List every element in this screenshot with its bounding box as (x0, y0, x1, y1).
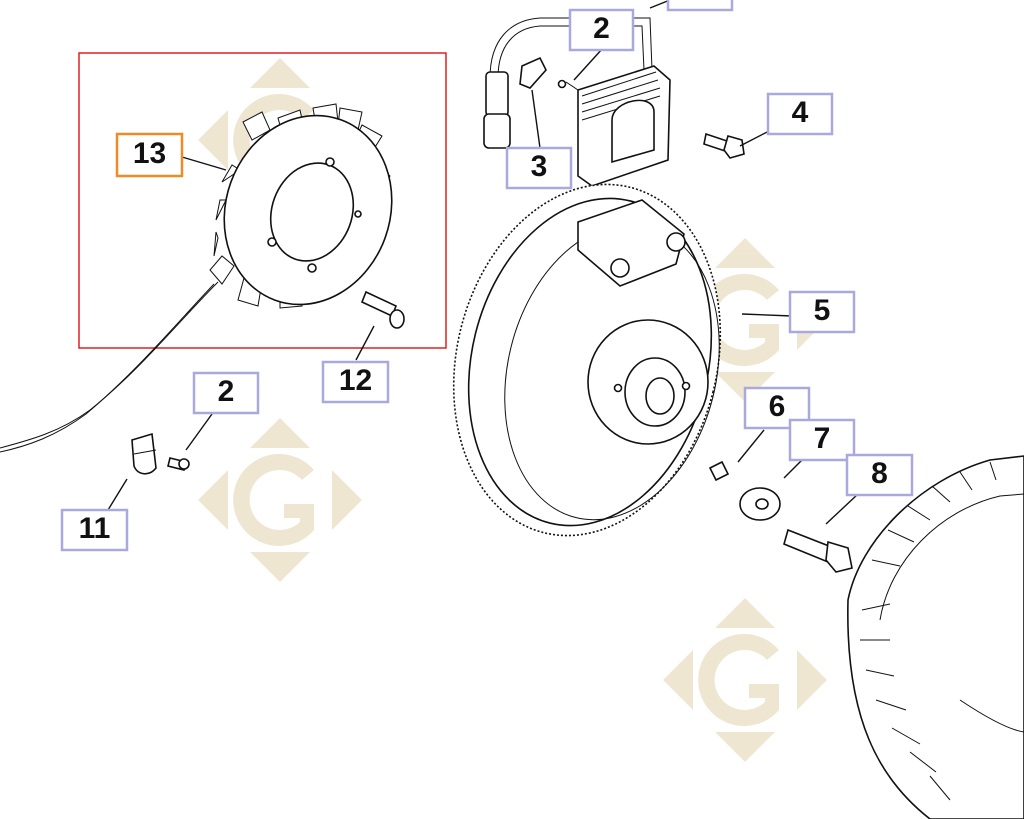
selection-box (78, 52, 447, 349)
callout-label: 2 (593, 12, 610, 45)
callout-12[interactable]: 12 (321, 360, 390, 404)
callout-label: 3 (531, 150, 548, 183)
screw-12-part[interactable] (360, 290, 405, 329)
callout-5[interactable]: 5 (788, 290, 856, 334)
flywheel-part[interactable] (418, 156, 756, 564)
callout-label: 12 (339, 364, 372, 397)
callout-7[interactable]: 7 (788, 418, 856, 462)
callout-label: 2 (218, 375, 235, 408)
callout-label: 11 (79, 512, 111, 545)
clip-11-part[interactable] (131, 432, 157, 475)
key-6-part[interactable] (708, 460, 730, 482)
callout-11[interactable]: 11 (60, 508, 129, 552)
callout-label: 6 (769, 390, 786, 423)
bolt-4-part[interactable] (703, 132, 745, 159)
ignition-coil-part[interactable] (483, 17, 671, 187)
callout-13[interactable]: 13 (115, 132, 184, 178)
callout-3[interactable]: 3 (505, 146, 573, 190)
fan-housing-part[interactable] (847, 455, 1024, 819)
callout-label: 5 (814, 294, 831, 327)
callout-2-top[interactable]: 2 (568, 8, 635, 52)
screw-2-lower-part[interactable] (167, 457, 190, 471)
washer-7-part[interactable] (739, 487, 781, 521)
bolt-8-part[interactable] (783, 528, 853, 573)
watermark-g-logo-icon (663, 598, 827, 762)
watermark-g-logo-icon (198, 418, 362, 582)
callout-label: 4 (792, 96, 809, 129)
callout-label: 8 (871, 457, 888, 490)
callout-partial-top[interactable] (666, 0, 734, 12)
callout-label: 7 (814, 422, 831, 455)
stator-part[interactable] (0, 92, 418, 453)
callout-2-lower[interactable]: 2 (192, 371, 260, 415)
callout-8[interactable]: 8 (845, 453, 914, 497)
callout-4[interactable]: 4 (766, 92, 834, 136)
callout-label: 13 (133, 137, 166, 170)
